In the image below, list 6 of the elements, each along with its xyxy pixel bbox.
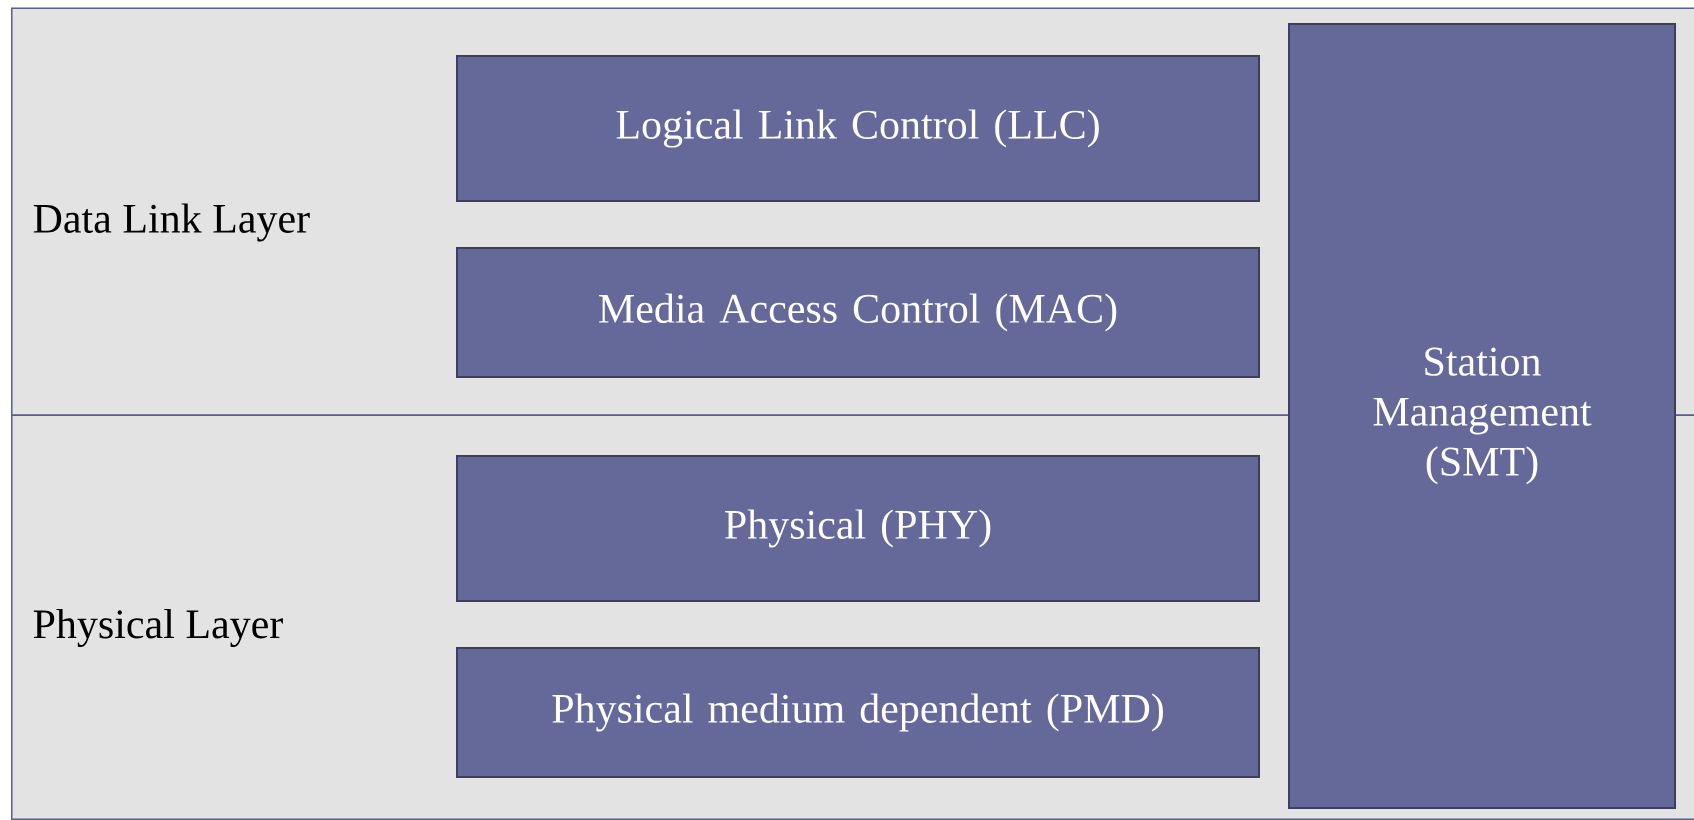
- node-label: Data Link Layer: [33, 203, 310, 242]
- layer-box: Physical (PHY): [456, 455, 1260, 602]
- layer-box: Physical medium dependent (PMD): [456, 647, 1260, 778]
- layer-box: Media Access Control (MAC): [456, 247, 1260, 378]
- layer-box: Station Management (SMT): [1288, 23, 1676, 809]
- layer-box: Logical Link Control (LLC): [456, 55, 1260, 202]
